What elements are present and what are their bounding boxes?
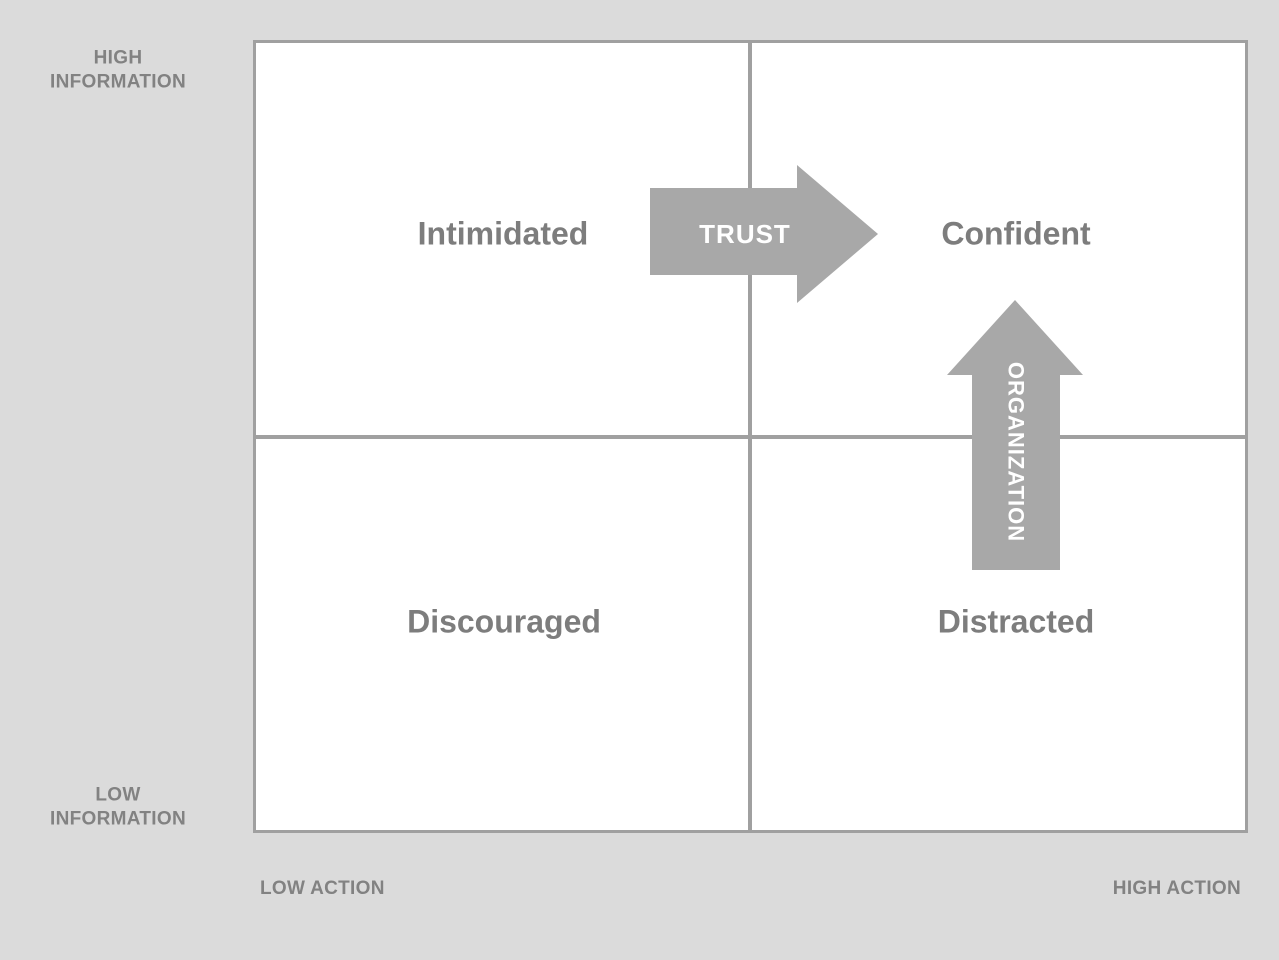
quadrant-label-confident: Confident — [941, 215, 1091, 252]
quadrant-label-discouraged: Discouraged — [407, 603, 601, 640]
horizontal-divider-line — [256, 435, 1245, 439]
organization-arrow-label: ORGANIZATION — [1004, 362, 1029, 542]
up-arrow-shape — [947, 300, 1083, 570]
quadrant-label-intimidated: Intimidated — [417, 215, 589, 252]
right-arrow-shape — [650, 165, 878, 303]
axis-label-high-action: HIGH ACTION — [1112, 878, 1241, 899]
axis-label-high-information: HIGH INFORMATION — [50, 47, 186, 92]
axis-label-low-information: LOW INFORMATION — [50, 784, 186, 829]
quadrant-label-distracted: Distracted — [937, 603, 1095, 640]
trust-arrow: TRUST — [650, 165, 878, 303]
organization-arrow: ORGANIZATION — [947, 300, 1083, 570]
matrix-frame — [253, 40, 1248, 833]
axis-label-low-action: LOW ACTION — [260, 878, 385, 899]
trust-arrow-label: TRUST — [699, 219, 791, 249]
